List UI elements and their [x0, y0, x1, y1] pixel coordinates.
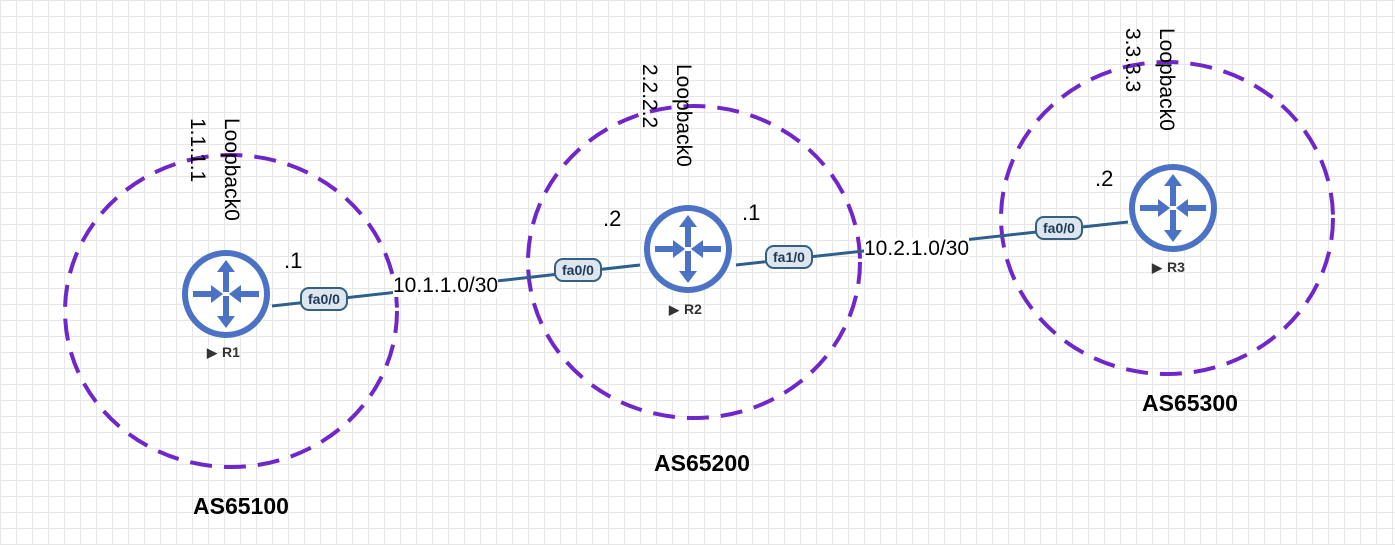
loopback-ip: 1.1.1.1 [186, 118, 209, 183]
loopback-ip: 2.2.2.2 [638, 64, 661, 129]
router-name-r2[interactable]: ▶R2 [669, 301, 702, 317]
loopback-name: Loopback0 [672, 64, 695, 167]
as-label-as65200: AS65200 [654, 450, 750, 476]
subnet-label-r2-r3: 10.2.1.0/30 [864, 237, 970, 260]
subnet-label-r1-r2: 10.1.1.0/30 [393, 274, 499, 297]
play-triangle-icon: ▶ [1152, 260, 1162, 275]
interface-r3-fa0-0[interactable]: fa0/0 [1035, 216, 1083, 240]
loopback-name: Loopback0 [1155, 28, 1178, 131]
loopback-label-r3: Loopback0 3.3.3.3 [1115, 28, 1183, 131]
play-triangle-icon: ▶ [669, 302, 679, 317]
as-label-as65300: AS65300 [1142, 390, 1238, 416]
as-label-as65100: AS65100 [193, 493, 289, 519]
host-suffix-r2-fa0: .2 [603, 206, 622, 231]
router-icon[interactable] [1129, 164, 1217, 252]
host-suffix-r2-fa1: .1 [742, 200, 761, 225]
router-icon[interactable] [644, 205, 732, 293]
as-boundary-as65100[interactable] [63, 153, 399, 469]
host-suffix-r3: .2 [1095, 166, 1114, 191]
interface-r1-fa0-0[interactable]: fa0/0 [300, 287, 348, 311]
as-boundary-as65200[interactable] [526, 104, 862, 420]
router-name-r3[interactable]: ▶R3 [1152, 259, 1185, 275]
host-suffix-r1: .1 [284, 248, 303, 273]
interface-r2-fa0-0[interactable]: fa0/0 [554, 258, 602, 282]
router-name-r1[interactable]: ▶R1 [207, 344, 240, 360]
loopback-ip: 3.3.3.3 [1121, 28, 1144, 93]
loopback-label-r2: Loopback0 2.2.2.2 [632, 64, 700, 167]
interface-r2-fa1-0[interactable]: fa1/0 [765, 245, 813, 269]
loopback-label-r1: Loopback0 1.1.1.1 [180, 118, 248, 221]
loopback-name: Loopback0 [220, 118, 243, 221]
as-boundary-as65300[interactable] [999, 60, 1335, 376]
play-triangle-icon: ▶ [207, 345, 217, 360]
router-icon[interactable] [182, 250, 270, 338]
